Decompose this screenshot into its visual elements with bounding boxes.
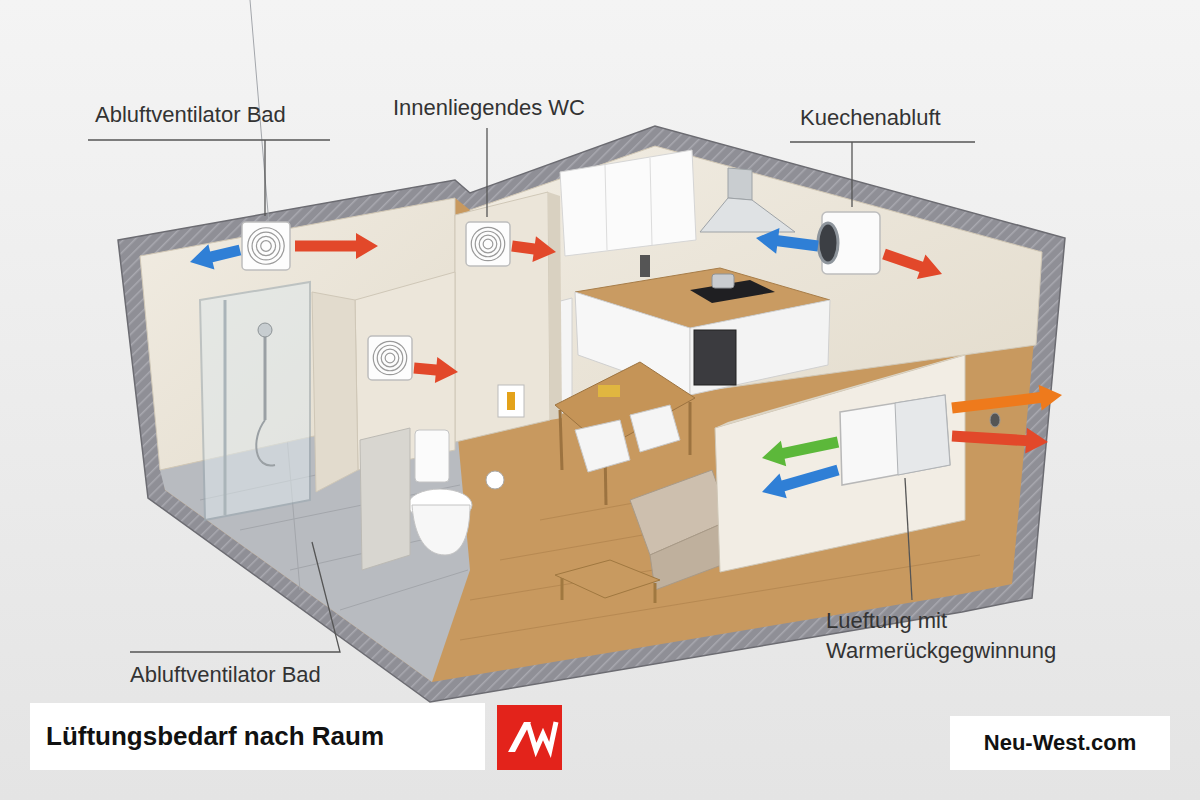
toilet (486, 471, 504, 489)
wc-partitions (312, 192, 562, 492)
brand-logo (497, 705, 562, 770)
kitchen (690, 300, 830, 395)
exhaust-fan (483, 239, 493, 249)
airflow-arrow (952, 428, 1048, 454)
bathroom-wall (258, 323, 272, 337)
airflow-arrow (951, 385, 1062, 414)
kitchen (728, 168, 752, 200)
dining-table (560, 410, 562, 470)
bathroom-wall (224, 300, 227, 515)
exhaust-fan (471, 227, 504, 260)
kitchen (605, 165, 607, 250)
leader-lines (130, 542, 340, 652)
floor-slab (140, 146, 1042, 682)
callout-label: Abluftventilator Bad (130, 660, 321, 690)
front-wall (715, 355, 965, 572)
exhaust-fan (252, 232, 280, 260)
airflow-arrow (762, 437, 839, 467)
callout-label: Abluftventilator Bad (95, 100, 286, 130)
toilet (360, 428, 504, 570)
exhaust-fan (377, 345, 403, 371)
dining-table (575, 420, 630, 472)
ventilation-devices (242, 212, 1000, 485)
kitchen-fan (818, 223, 838, 263)
exhaust-fan (261, 241, 272, 252)
bathroom-wall (256, 420, 275, 466)
watermark-box: Neu-West.com (950, 716, 1170, 770)
sofa-and-table (561, 578, 564, 600)
leader-lines (790, 141, 975, 142)
wc-partitions (548, 192, 562, 420)
wc-partitions (507, 392, 515, 410)
front-wall (715, 350, 980, 572)
exhaust-fan (248, 228, 284, 264)
title-bar: Lüftungsbedarf nach Raum (30, 703, 485, 770)
exhaust-fan (368, 336, 412, 380)
leader-lines (88, 128, 975, 652)
airflow-arrow (190, 244, 241, 269)
watermark: Neu-West.com (984, 730, 1136, 756)
bathroom-wall (264, 330, 267, 420)
exhaust-fan (242, 222, 290, 270)
heat-recovery-unit (990, 413, 1000, 427)
callout-label: Kuechenabluft (800, 103, 941, 133)
exhaust-fan (479, 235, 497, 253)
airflow-arrow (511, 236, 556, 262)
callout-label: Innenliegendes WC (393, 93, 585, 123)
exhaust-fan (242, 222, 290, 270)
exhaust-fan (385, 353, 395, 363)
airflow-arrow (756, 228, 819, 254)
leader-lines (264, 140, 265, 216)
kitchen (640, 255, 650, 277)
wc-partitions (312, 292, 358, 492)
kitchen (545, 150, 830, 418)
exhaust-fan (475, 231, 501, 257)
sofa-and-table (654, 583, 657, 603)
exhaust-fan (256, 236, 275, 255)
exhaust-fan (381, 349, 399, 367)
bathroom-floor (340, 570, 468, 610)
dining-table (630, 405, 680, 452)
toilet (360, 428, 410, 570)
sofa-and-table (555, 470, 735, 603)
callout-label: Lueftung mit Warmerückgegwinnung (826, 606, 1096, 665)
brand-logo (497, 705, 562, 770)
heat-recovery-unit (895, 395, 950, 475)
leader-lines (851, 142, 852, 207)
kitchen (700, 198, 795, 232)
brand-logo (528, 722, 556, 750)
toilet (412, 505, 470, 555)
heat-recovery-unit (840, 395, 950, 485)
exhaust-fan (373, 341, 406, 374)
toilet (415, 430, 449, 482)
exhaust-fan (466, 222, 510, 266)
wc-partitions (498, 385, 524, 417)
exhaust-fan (368, 336, 412, 380)
kitchen (712, 274, 734, 288)
kitchen (694, 330, 736, 385)
kitchen (560, 150, 696, 256)
kitchen-fan (818, 212, 880, 274)
bathroom-wall (200, 282, 310, 520)
airflow-arrow (882, 249, 942, 279)
airflow-arrows (190, 228, 1062, 498)
wc-partitions (455, 192, 550, 442)
airflow-arrow (762, 465, 840, 499)
dining-table (689, 402, 692, 455)
leader-lines (88, 139, 330, 140)
leader-lines (486, 128, 487, 217)
exhaust-fan (466, 222, 510, 266)
leader-lines (905, 478, 912, 600)
airflow-arrow (295, 233, 378, 259)
dining-table (598, 385, 620, 397)
title: Lüftungsbedarf nach Raum (46, 721, 384, 752)
airflow-arrow (414, 357, 458, 383)
sofa-and-table (555, 560, 660, 598)
kitchen (650, 158, 652, 245)
